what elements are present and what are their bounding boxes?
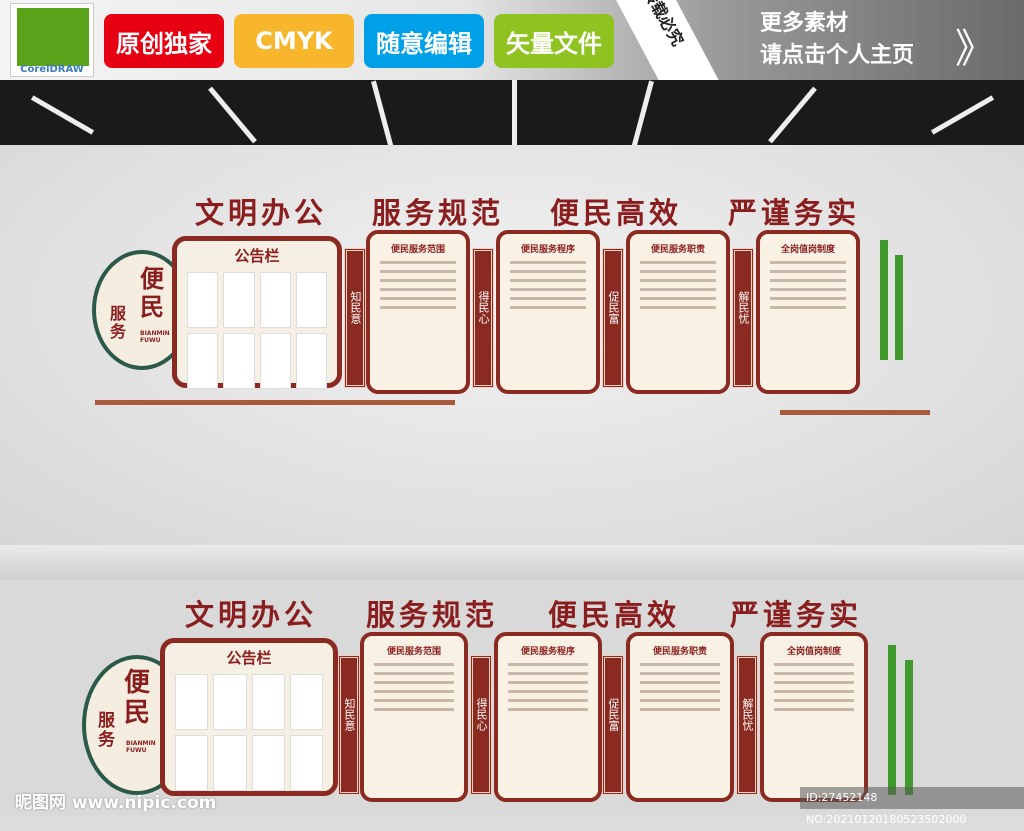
post-pillar: 解民忧 xyxy=(732,248,754,388)
base-rail xyxy=(95,400,455,405)
promo-banner: CorelDRAW 原创独家 CMYK 随意编辑 矢量文件 转载必究 更多素材请… xyxy=(0,0,1024,100)
notice-board: 公告栏 xyxy=(160,638,338,796)
slogan: 文明办公 xyxy=(195,196,328,230)
emblem-big: 便民 xyxy=(124,668,151,728)
more-link[interactable]: 更多素材请点击个人主页 xyxy=(760,11,915,68)
bamboo xyxy=(880,240,888,360)
tag-editable: 随意编辑 xyxy=(364,14,484,68)
board: 便民服务范围 xyxy=(360,632,468,802)
slogan: 文明办公 xyxy=(185,598,318,632)
bamboo xyxy=(895,255,903,360)
slogan: 服务规范 xyxy=(372,196,505,230)
post-pillar: 解民忧 xyxy=(736,655,758,795)
slogan: 严谨务实 xyxy=(730,598,863,632)
pen-icon xyxy=(17,8,89,66)
slogan: 严谨务实 xyxy=(728,196,861,230)
watermark-site: 昵图网 www.nipic.com xyxy=(15,793,217,813)
emblem-small: 服务 xyxy=(98,711,115,750)
coreldraw-logo: CorelDRAW xyxy=(10,3,94,77)
emblem-big: 便民 xyxy=(140,265,164,321)
slogan: 便民高效 xyxy=(548,598,681,632)
floor xyxy=(0,545,1024,580)
post-pillar: 知民意 xyxy=(344,248,366,388)
post-pillar: 促民富 xyxy=(602,248,624,388)
board: 便民服务程序 xyxy=(496,230,600,394)
tag-cmyk: CMYK xyxy=(234,14,354,68)
watermark-id: ID:27452148 NO:20210120180523502000 xyxy=(800,787,1024,826)
bamboo xyxy=(888,645,896,795)
base-rail xyxy=(780,410,930,415)
slogan: 服务规范 xyxy=(366,598,499,632)
emblem-pinyin: BIANMIN FUWU xyxy=(126,740,156,754)
board: 全岗值岗制度 xyxy=(756,230,860,394)
post-pillar: 得民心 xyxy=(472,248,494,388)
board: 便民服务程序 xyxy=(494,632,602,802)
emblem-small: 服务 xyxy=(110,304,127,341)
board: 全岗值岗制度 xyxy=(760,632,868,802)
tag-vector: 矢量文件 xyxy=(494,14,614,68)
bamboo xyxy=(905,660,913,795)
chevron-right-icon[interactable]: 》 xyxy=(955,26,995,72)
post-pillar: 知民意 xyxy=(338,655,360,795)
tag-original: 原创独家 xyxy=(104,14,224,68)
post-pillar: 促民富 xyxy=(602,655,624,795)
notice-board: 公告栏 xyxy=(172,236,342,389)
board: 便民服务职责 xyxy=(626,632,734,802)
post-pillar: 得民心 xyxy=(470,655,492,795)
board: 便民服务职责 xyxy=(626,230,730,394)
emblem-pinyin: BIANMIN FUWU xyxy=(140,330,170,344)
slogan: 便民高效 xyxy=(550,196,683,230)
board: 便民服务范围 xyxy=(366,230,470,394)
ceiling xyxy=(0,80,1024,145)
